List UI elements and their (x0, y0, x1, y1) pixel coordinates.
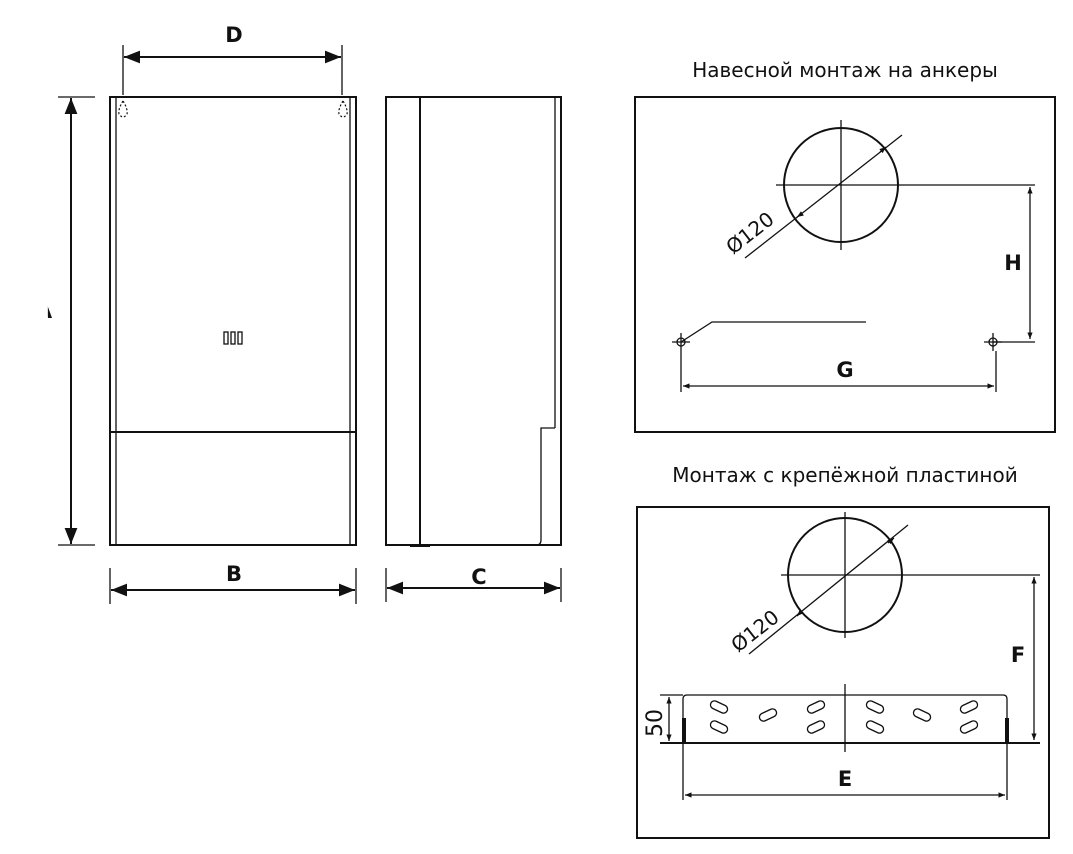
display-icon (223, 331, 243, 345)
anchor-mount-panel: Навесной монтаж на анкеры Ø120 H G (634, 58, 1056, 433)
label-a: A (36, 299, 53, 323)
mounting-hole-icon (118, 99, 348, 118)
side-view: C (385, 96, 562, 602)
label-b: B (226, 562, 242, 586)
boiler-front-outline (109, 96, 357, 546)
label-c: C (471, 565, 486, 589)
anchor-mount-title: Навесной монтаж на анкеры (692, 58, 998, 82)
mounting-plate (660, 684, 1040, 752)
plate-slots (709, 700, 979, 734)
plate-mount-title: Монтаж с крепёжной пластиной (672, 463, 1017, 487)
plate-mount-panel: Монтаж с крепёжной пластиной Ø120 F (636, 463, 1050, 839)
label-e: E (838, 767, 852, 791)
label-d: D (225, 23, 242, 47)
diameter-label: Ø120 (721, 207, 778, 259)
plate-height-label: 50 (643, 709, 668, 737)
anchor-hole-icon (672, 333, 1002, 351)
label-g: G (836, 358, 853, 382)
label-f: F (1011, 643, 1025, 667)
front-view: D A B (36, 23, 357, 604)
boiler-side-outline (385, 96, 562, 546)
label-h: H (1004, 251, 1022, 275)
